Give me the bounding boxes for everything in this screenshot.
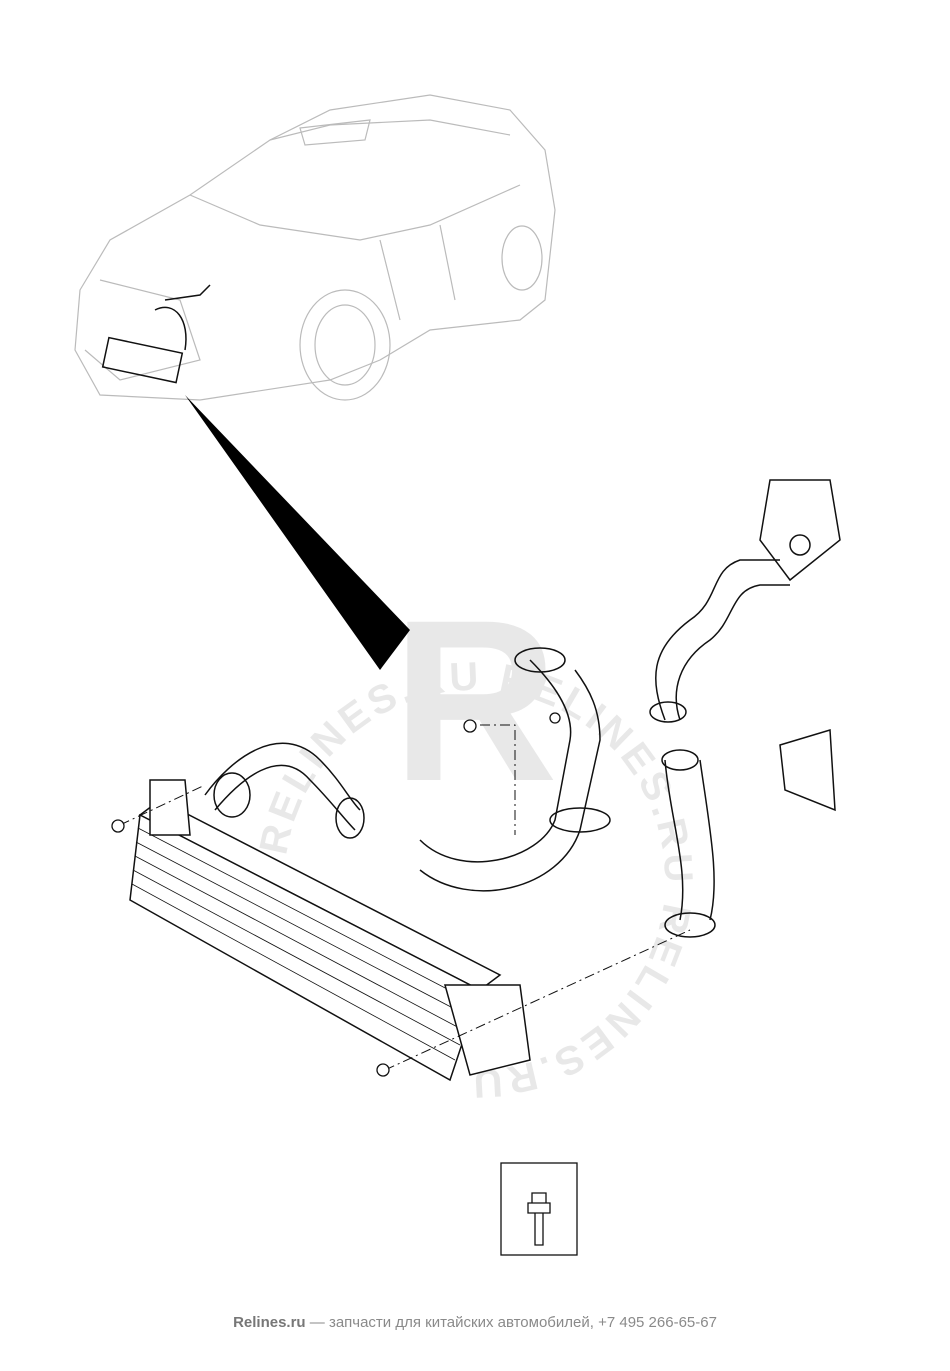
footer: Relines.ru — запчасти для китайских авто… [0,1314,950,1331]
charge-air-hoses [204,479,841,938]
bolts [111,712,561,1077]
callout-pointer [185,395,410,670]
bolt-detail-box [500,1162,578,1256]
intercooler-location-highlight [101,284,211,384]
footer-separator: — [305,1314,329,1331]
assembly-lines [119,724,691,1071]
car-illustration [74,94,556,401]
footer-contact-text: запчасти для китайских автомобилей, +7 4… [328,1314,717,1331]
footer-brand-link[interactable]: Relines.ru [233,1314,306,1331]
watermark-letter: R [392,572,558,829]
intercooler [129,779,531,1082]
